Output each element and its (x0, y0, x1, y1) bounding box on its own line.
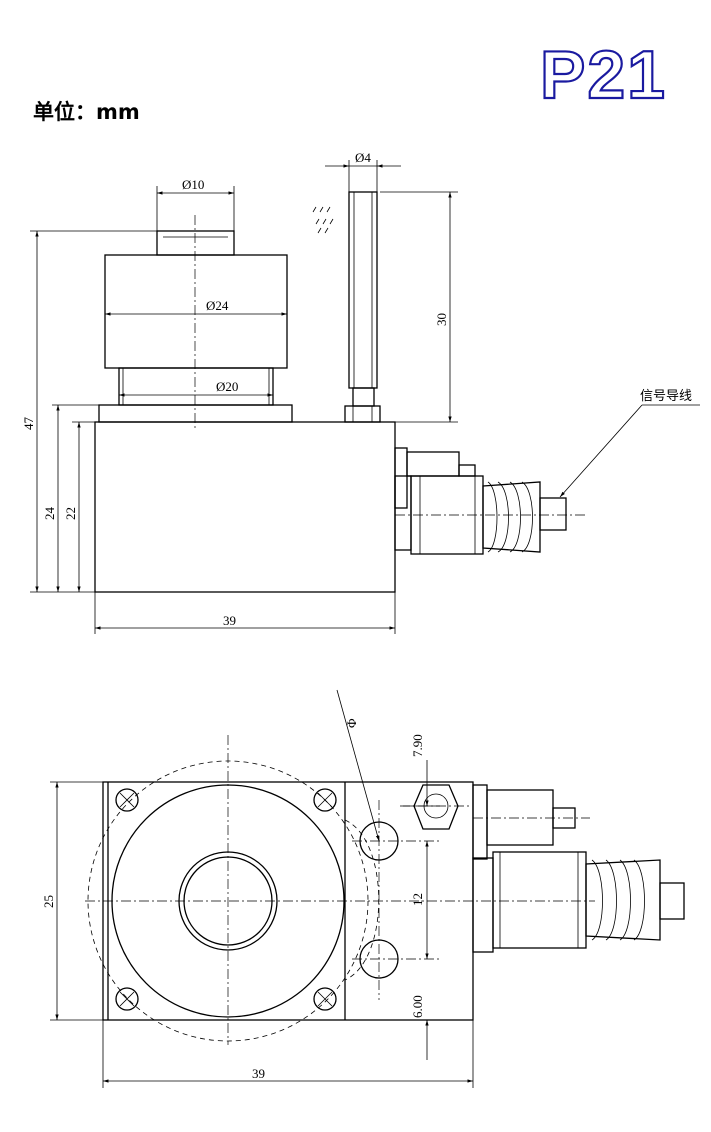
dim-dia-base: Ø20 (216, 379, 238, 394)
flange (98, 404, 293, 423)
base-block (94, 421, 396, 593)
sensor-body (104, 254, 288, 369)
dim-dia-body: Ø24 (206, 298, 229, 313)
dim-hole-spacing: 12 (410, 893, 425, 906)
dim-offset-top: 7.90 (410, 734, 425, 757)
corner-screws (115, 788, 337, 1011)
dim-top-width: 39 (252, 1066, 265, 1081)
rod-collar (352, 387, 375, 407)
dim-hole-dia: Φ (344, 718, 359, 728)
cable-label: 信号导线 (640, 389, 692, 404)
dim-rod-height: 30 (434, 313, 449, 326)
dim-total-height: 47 (21, 417, 36, 431)
unit-label: 单位：mm (33, 100, 140, 124)
dim-dia-top: Ø10 (182, 177, 204, 192)
hex-nut (413, 784, 459, 830)
dim-inner-height: 22 (63, 507, 78, 520)
dim-block-height: 24 (42, 507, 57, 521)
rod-nut (344, 405, 381, 423)
top-cap (156, 230, 235, 256)
dim-top-height: 25 (41, 895, 56, 908)
rod (348, 191, 378, 389)
sensor-neck (118, 367, 274, 406)
dim-offset-bottom: 6.00 (410, 995, 425, 1018)
side-view: 信号导线 Ø10 Ø24 Ø20 Ø4 30 47 24 (21, 150, 700, 634)
dim-dia-rod: Ø4 (355, 150, 371, 165)
top-view: Φ 7.90 12 6.00 25 39 (41, 689, 685, 1088)
model-title: P21 (540, 37, 667, 113)
dim-width: 39 (223, 613, 236, 628)
